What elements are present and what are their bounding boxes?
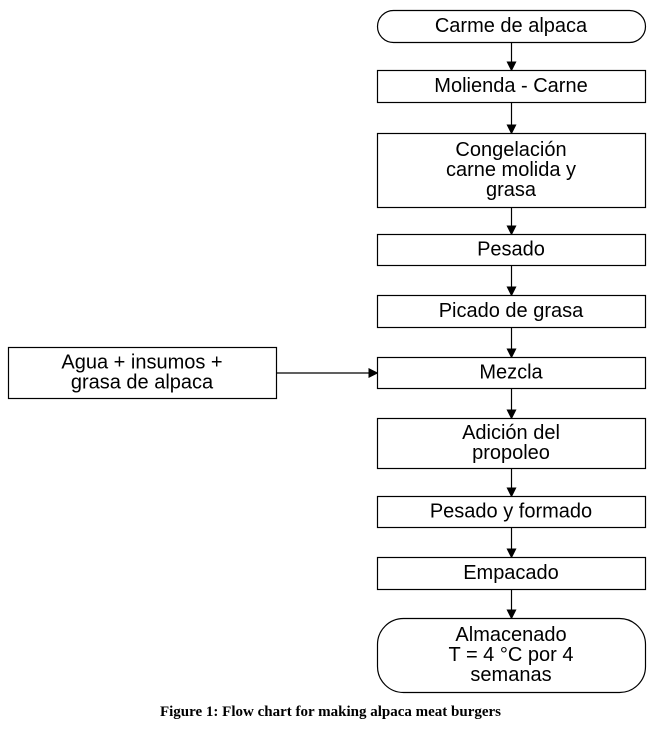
flow-node-n5: Picado de grasa [376,294,647,329]
flow-node-n1: Carme de alpaca [376,9,647,44]
flow-node-label: grasa de alpaca [71,372,214,394]
flow-node-label: carne molida y [446,159,576,181]
flow-node-box [376,132,647,209]
flow-node-box [7,346,278,400]
flow-node-label: Adición del [462,422,560,444]
flow-node-box [376,233,647,267]
flow-node-label: Mezcla [479,362,543,384]
flow-node-label: Carme de alpaca [435,15,588,37]
flow-node-box [376,617,647,694]
flow-node-n8: Pesado y formado [376,495,647,529]
flow-node-box [376,294,647,329]
flow-node-label: Molienda - Carne [434,75,587,97]
flow-node-box [376,495,647,529]
figure-caption: Figure 1: Flow chart for making alpaca m… [159,704,502,720]
flow-node-label: Pesado y formado [430,501,592,523]
flow-node-n9: Empacado [376,556,647,591]
flow-node-box [376,356,647,390]
flow-node-label: semanas [470,664,551,686]
flow-node-label: Agua + insumos + [61,352,222,374]
flow-node-label: T = 4 °C por 4 [449,644,574,666]
flow-node-box [376,417,647,470]
flow-node-label: Almacenado [455,624,566,646]
flow-node-box [376,556,647,591]
flow-node-label: Congelación [455,139,566,161]
flow-node-label: propoleo [472,442,550,464]
flow-node-label: Picado de grasa [439,300,584,322]
flow-node-label: Empacado [463,562,559,584]
flow-node-label: Pesado [477,239,545,261]
flow-node-box [376,9,647,44]
flow-node-side: Agua + insumos +grasa de alpaca [7,346,278,400]
flow-node-n6: Mezcla [376,356,647,390]
flow-node-label: grasa [486,179,537,201]
flow-node-n4: Pesado [376,233,647,267]
flow-node-n2: Molienda - Carne [376,69,647,104]
flow-node-box [376,69,647,104]
